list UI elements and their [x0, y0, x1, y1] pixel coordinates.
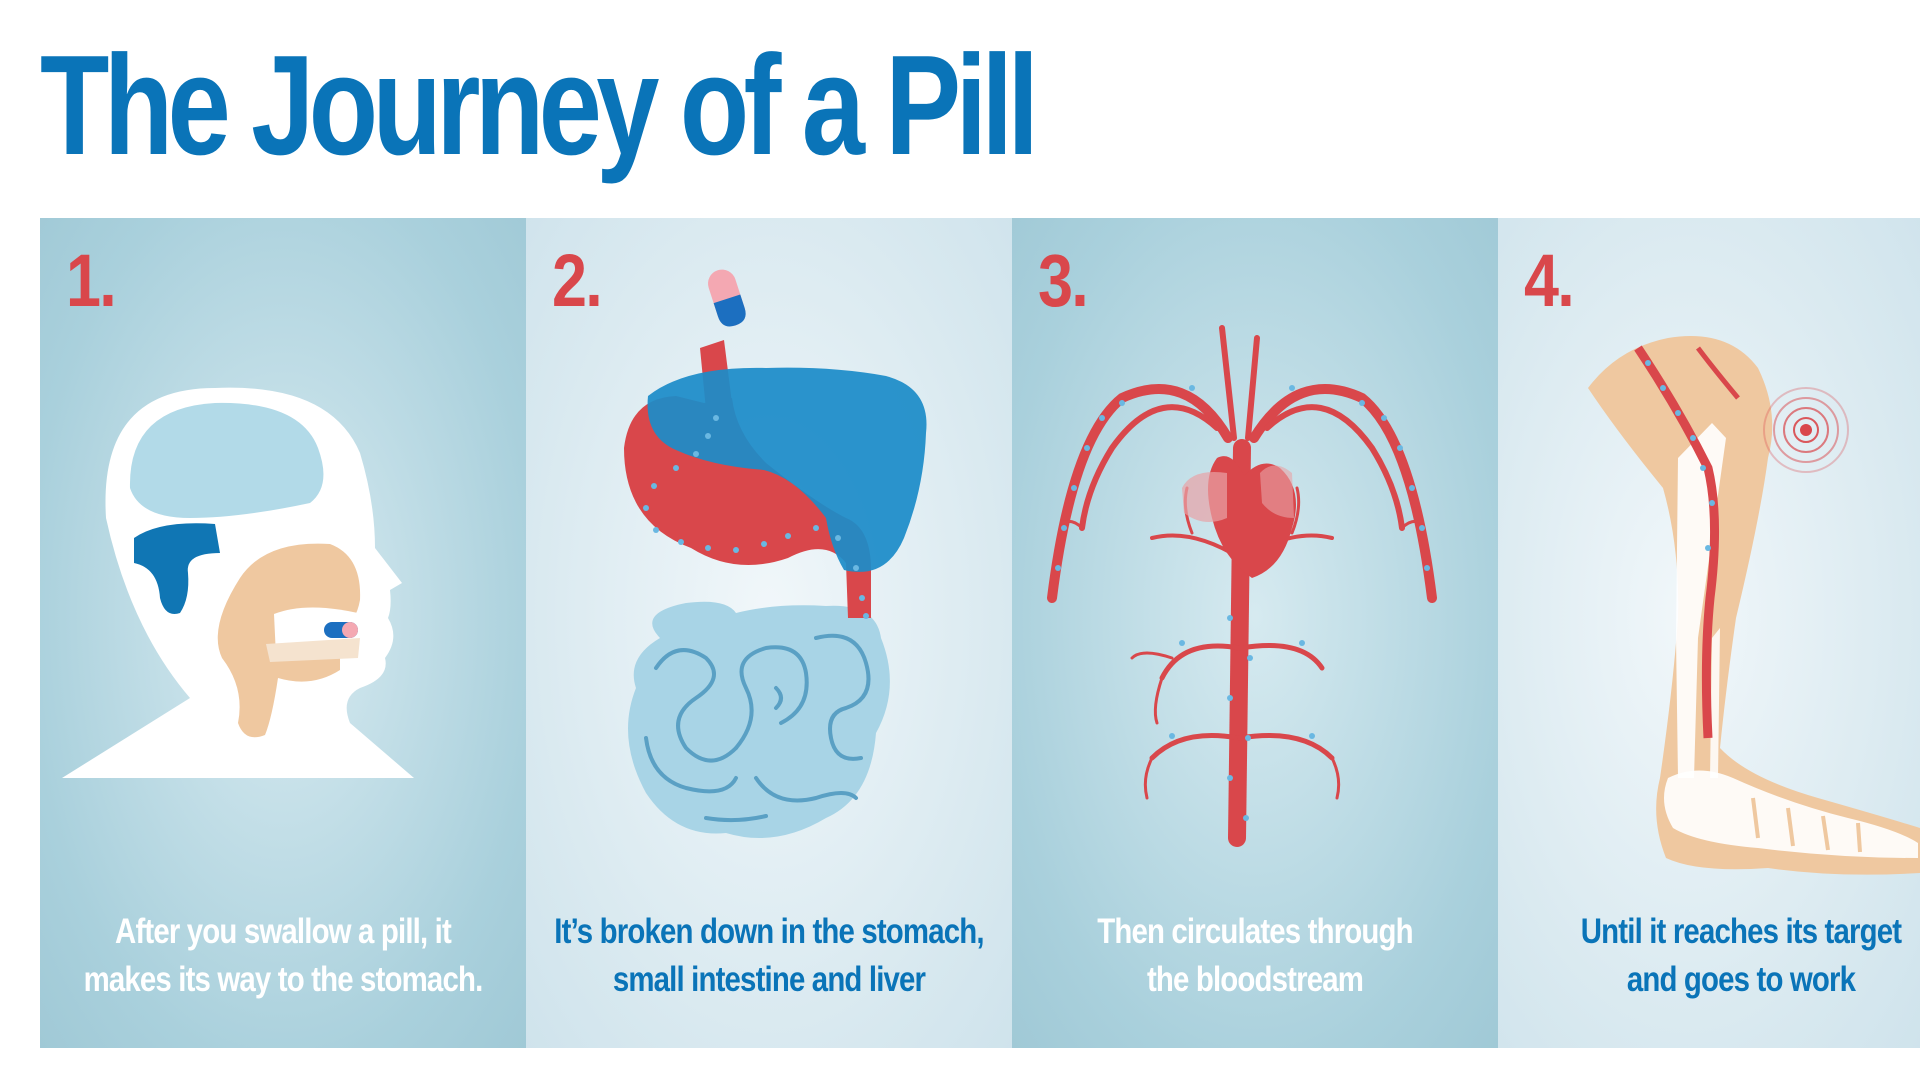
step-number: 2. [552, 239, 603, 322]
step-number: 4. [1524, 239, 1575, 322]
leg-target-illustration [1588, 336, 1920, 875]
step-caption: It’s broken down in the stomach, small i… [554, 912, 984, 999]
step-caption: After you swallow a pill, it makes its w… [83, 912, 484, 999]
page-title: The Journey of a Pill [40, 26, 1039, 185]
step-caption: Then circulates through the bloodstream [1097, 912, 1413, 999]
digestive-organs-illustration [624, 269, 927, 838]
head-profile-illustration [62, 387, 414, 778]
step-number: 1. [66, 239, 117, 322]
step-panel-1: 1. After you swallow a pill, it makes it… [40, 218, 526, 1048]
step-panel-4: 4. Until it reaches its target and goes … [1498, 218, 1920, 1048]
step-panel-2: 2. [526, 218, 1012, 1048]
step-number: 3. [1038, 239, 1089, 322]
circulatory-system-illustration [1047, 325, 1437, 847]
step-caption: Until it reaches its target and goes to … [1580, 912, 1902, 999]
step-panel-3: 3. [1012, 218, 1498, 1048]
